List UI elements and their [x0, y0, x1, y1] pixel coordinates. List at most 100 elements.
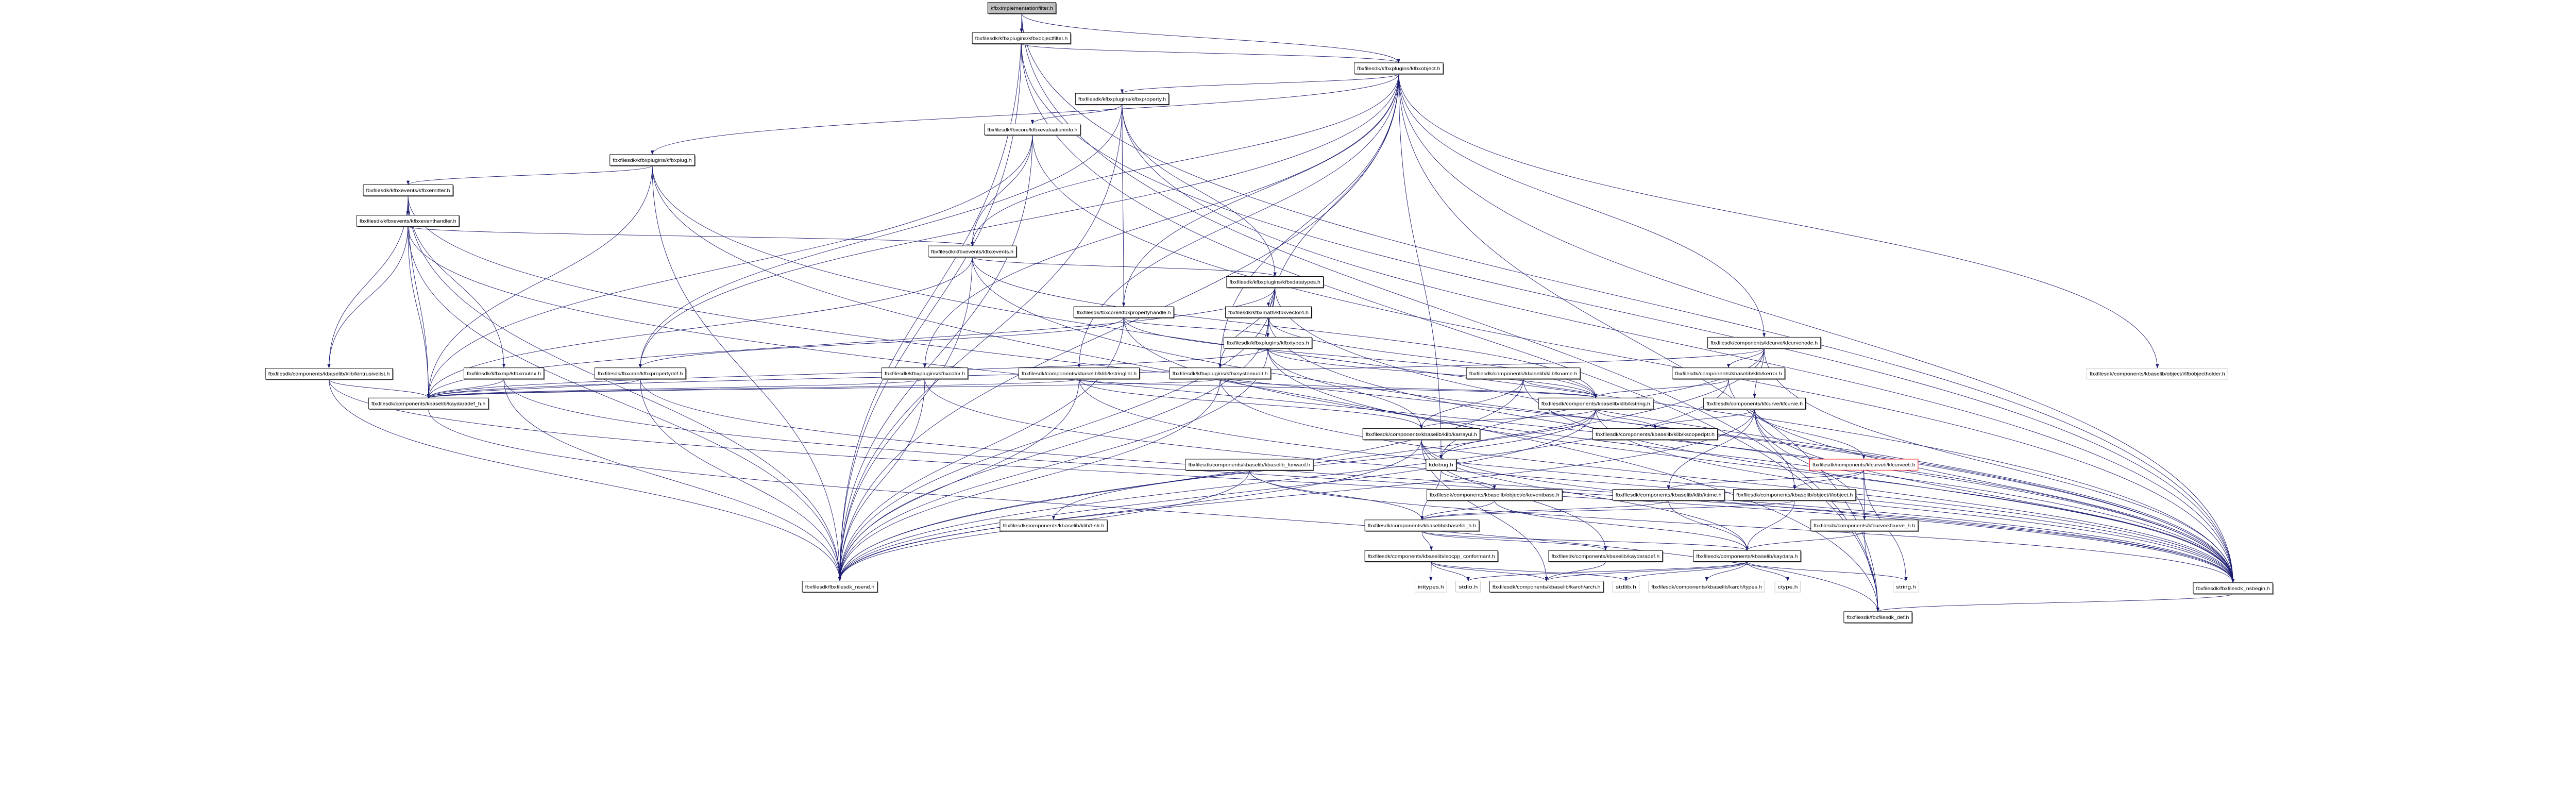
node-box — [1169, 367, 1271, 379]
node-box — [972, 32, 1071, 44]
node-label: fbxfilesdk/components/kbaselib/kaydarade… — [371, 401, 486, 407]
file-node-kfbxeventhandler-h[interactable]: fbxfilesdk/kfbxevents/kfbxeventhandler.h — [356, 215, 460, 227]
include-edge-keventbase-h-to-kbaselib-h-h — [1420, 500, 1495, 521]
file-node-ifbobjectholder-h: fbxfilesdk/components/kbaselib/object/i/… — [2086, 368, 2228, 380]
file-node-arch-h[interactable]: fbxfilesdk/components/kbaselib/karch/arc… — [1489, 581, 1604, 593]
file-node-t-str-h[interactable]: fbxfilesdk/components/kbaselib/klib/t-st… — [999, 519, 1108, 532]
file-node-kfcurve-h-h[interactable]: fbxfilesdk/components/kfcurve/kfcurve_h.… — [1810, 519, 1919, 532]
file-node-kstring-h[interactable]: fbxfilesdk/components/kbaselib/klib/kstr… — [1538, 397, 1654, 410]
file-node-kfcurveeti-h[interactable]: fbxfilesdk/components/kfcurve/i/kfcurvee… — [1809, 459, 1919, 471]
file-node-kfbxobjectfilter-h[interactable]: fbxfilesdk/kfbxplugins/kfbxobjectfilter.… — [972, 32, 1072, 45]
include-edge-kstring-h-to-kdebug-h — [1439, 409, 1596, 459]
include-edge-kfbxdatatypes-h-to-kaydaradef-h-h — [427, 287, 1276, 398]
node-label: fbxfilesdk/components/kbaselib/kbaselib_… — [1368, 523, 1476, 529]
include-edge-kfbxpropertyhandle-h-to-kstring-h — [1123, 317, 1598, 398]
include-edge-kfcurve-h-to-iobject-h — [1754, 409, 1797, 490]
include-edge-kfbxobject-h-to-fbxfilesdk-nsend-h — [838, 74, 1399, 581]
file-node-kfbxcolor-h[interactable]: fbxfilesdk/kfbxplugins/kfbxcolor.h — [882, 367, 969, 380]
node-box — [1703, 397, 1806, 410]
node-box — [1225, 306, 1312, 318]
node-box — [1548, 550, 1663, 562]
file-node-kfbxvector4-h[interactable]: fbxfilesdk/kfbxmath/kfbxvector4.h — [1225, 306, 1313, 318]
file-node-kscopedptr-h[interactable]: fbxfilesdk/components/kbaselib/klib/ksco… — [1592, 428, 1719, 441]
include-edge-kfbxobject-h-to-kfbxpropertyhandle-h — [1122, 74, 1399, 307]
file-node-kfbxproperty-h[interactable]: fbxfilesdk/kfbxplugins/kfbxproperty.h — [1075, 93, 1170, 106]
include-edge-kstring-h-to-fbxfilesdk-nsend-h — [838, 409, 1596, 581]
include-edge-kfcurve-h-to-fbxfilesdk-nsbegin-h — [1754, 409, 2235, 583]
file-node-kbaselib-h-h[interactable]: fbxfilesdk/components/kbaselib/kbaselib_… — [1364, 519, 1480, 532]
file-node-inttypes-h: inttypes.h — [1414, 581, 1447, 593]
node-box — [1612, 489, 1725, 501]
file-node-karrayul-h[interactable]: fbxfilesdk/components/kbaselib/klib/karr… — [1362, 428, 1481, 441]
file-node-kfbxmutex-h[interactable]: fbxfilesdk/kfbxmp/kfbxmutex.h — [463, 367, 545, 380]
node-label: fbxfilesdk/components/kbaselib/klib/knam… — [1469, 371, 1578, 377]
include-edge-kfbxevents-h-to-fbxfilesdk-nsend-h — [838, 257, 973, 581]
include-dependency-graph: kfbximplementationfilter.h fbxfilesdk/kfb… — [265, 2, 2274, 624]
file-node-isocpp-conformant-h[interactable]: fbxfilesdk/components/kbaselib/isocpp_co… — [1364, 550, 1499, 563]
file-node-kfbximplementationfilter-h[interactable]: kfbximplementationfilter.h — [987, 2, 1057, 14]
include-edge-kbaselib-h-h-to-isocpp-conformant-h — [1421, 531, 1433, 551]
file-node-kerror-h[interactable]: fbxfilesdk/components/kbaselib/klib/kerr… — [1672, 367, 1786, 380]
file-node-kfbxpropertyhandle-h[interactable]: fbxfilesdk/fbxcore/kfbxpropertyhandle.h — [1073, 306, 1175, 318]
file-node-kaydaradef-h-h[interactable]: fbxfilesdk/components/kbaselib/kaydarade… — [368, 397, 489, 410]
file-node-kfbxemitter-h[interactable]: fbxfilesdk/kfbxevents/kfbxemitter.h — [363, 184, 454, 197]
file-node-fbxfilesdk-def-h[interactable]: fbxfilesdk/fbxfilesdk_def.h — [1843, 611, 1913, 624]
include-edge-isocpp-conformant-h-to-arch-h — [1431, 561, 1548, 581]
file-node-kaydara-h[interactable]: fbxfilesdk/components/kbaselib/kaydara.h — [1693, 550, 1802, 563]
file-node-fbxfilesdk-nsend-h[interactable]: fbxfilesdk/fbxfilesdk_nsend.h — [802, 581, 878, 593]
include-edge-kfbxeventhandler-h-to-kfbxevents-h — [408, 226, 974, 246]
file-node-iobject-h[interactable]: fbxfilesdk/components/kbaselib/object/i/… — [1733, 489, 1857, 501]
node-box — [1223, 337, 1312, 349]
node-label: fbxfilesdk/components/kbaselib/klib/kint… — [268, 372, 390, 377]
file-node-kfbxdatatypes-h[interactable]: fbxfilesdk/kfbxplugins/kfbxdatatypes.h — [1226, 276, 1325, 289]
file-node-kfbxobject-h[interactable]: fbxfilesdk/kfbxplugins/kfbxobject.h — [1354, 62, 1444, 75]
node-label: fbxfilesdk/kfbxevents/kfbxevents.h — [931, 249, 1013, 255]
file-node-kaydaradef-h[interactable]: fbxfilesdk/components/kbaselib/kaydarade… — [1548, 550, 1664, 563]
include-edge-kfbxproperty-h-to-kfbxevaluationinfo-h — [1030, 104, 1123, 124]
node-box — [1426, 459, 1456, 471]
include-edge-kfbxmutex-h-to-fbxfilesdk-nsbegin-h — [503, 379, 2235, 583]
node-label: fbxfilesdk/components/kfcurve/kfcurve.h — [1706, 401, 1803, 407]
node-box — [1075, 93, 1170, 105]
include-edge-kfbxobject-h-to-kfbxtypes-h — [1266, 74, 1399, 338]
node-box — [1672, 367, 1785, 379]
include-edge-ktime-h-to-kbaselib-h-h — [1420, 500, 1669, 521]
include-edge-kfbxobject-h-to-kfbxcolor-h — [923, 74, 1399, 368]
node-box — [1226, 276, 1324, 288]
include-edge-kfbxvector4-h-to-kstring-h — [1268, 317, 1598, 398]
include-edge-kfbxcolor-h-to-fbxfilesdk-nsbegin-h — [924, 379, 2235, 583]
file-node-kintrusivelist-h[interactable]: fbxfilesdk/components/kbaselib/klib/kint… — [265, 368, 394, 380]
include-edge-kfbxobject-h-to-kfbxevents-h — [971, 74, 1399, 246]
include-edge-kfbxpropertydef-h-to-fbxfilesdk-nsend-h — [640, 379, 842, 581]
file-node-kfcurvenode-h[interactable]: fbxfilesdk/components/kfcurve/kfcurvenod… — [1707, 337, 1822, 349]
include-edge-kfbxemitter-h-to-kaydaradef-h-h — [408, 195, 430, 398]
node-box — [984, 124, 1081, 136]
file-node-kstringlist-h[interactable]: fbxfilesdk/components/kbaselib/klib/kstr… — [1018, 367, 1141, 380]
file-node-kfbxpropertydef-h[interactable]: fbxfilesdk/fbxcore/kfbxpropertydef.h — [594, 367, 687, 380]
include-edge-kfbxevaluationinfo-h-to-fbxfilesdk-nsbegin-h — [1032, 135, 2235, 583]
file-node-kbaselib-forward-h[interactable]: fbxfilesdk/components/kbaselib/kbaselib_… — [1185, 459, 1314, 471]
include-edge-kfbxobjectfilter-h-to-kfbxobject-h — [1021, 43, 1400, 63]
file-node-ktime-h[interactable]: fbxfilesdk/components/kbaselib/klib/ktim… — [1612, 489, 1725, 501]
node-box — [1592, 428, 1718, 440]
include-edge-kstringlist-h-to-karrayul-h — [1079, 379, 1423, 429]
file-node-fbxfilesdk-nsbegin-h[interactable]: fbxfilesdk/fbxfilesdk_nsbegin.h — [2193, 582, 2274, 595]
include-edge-kfcurve-h-h-to-fbxfilesdk-def-h — [1864, 531, 1880, 612]
node-label: fbxfilesdk/components/kbaselib/object/e/… — [1430, 493, 1560, 498]
file-node-kdebug-h[interactable]: kdebug.h — [1426, 459, 1457, 471]
include-edge-kfbxtypes-h-to-kaydaradef-h-h — [427, 348, 1268, 398]
include-edge-kdebug-h-to-keventbase-h — [1440, 470, 1496, 490]
include-edge-kfbxdatatypes-h-to-kfbxsystemunit-h — [1218, 287, 1276, 368]
file-node-kfbxsystemunit-h[interactable]: fbxfilesdk/kfbxplugins/kfbxsystemunit.h — [1169, 367, 1272, 380]
file-node-kfbxevents-h[interactable]: fbxfilesdk/kfbxevents/kfbxevents.h — [928, 245, 1018, 258]
node-box — [1707, 337, 1821, 349]
file-node-kfbxtypes-h[interactable]: fbxfilesdk/kfbxplugins/kfbxtypes.h — [1223, 337, 1313, 349]
include-edge-ktime-h-to-kaydara-h — [1668, 500, 1749, 551]
file-node-kfbxplug-h[interactable]: fbxfilesdk/kfbxplugins/kfbxplug.h — [609, 154, 696, 166]
node-box — [1466, 367, 1581, 379]
file-node-kname-h[interactable]: fbxfilesdk/components/kbaselib/klib/knam… — [1466, 367, 1581, 380]
file-node-keventbase-h[interactable]: fbxfilesdk/components/kbaselib/object/e/… — [1426, 489, 1563, 501]
file-node-kfbxevaluationinfo-h[interactable]: fbxfilesdk/fbxcore/kfbxevaluationinfo.h — [984, 124, 1081, 136]
include-edge-kerror-h-to-fbxfilesdk-nsend-h — [838, 379, 1729, 581]
file-node-kfcurve-h[interactable]: fbxfilesdk/components/kfcurve/kfcurve.h — [1703, 397, 1807, 410]
